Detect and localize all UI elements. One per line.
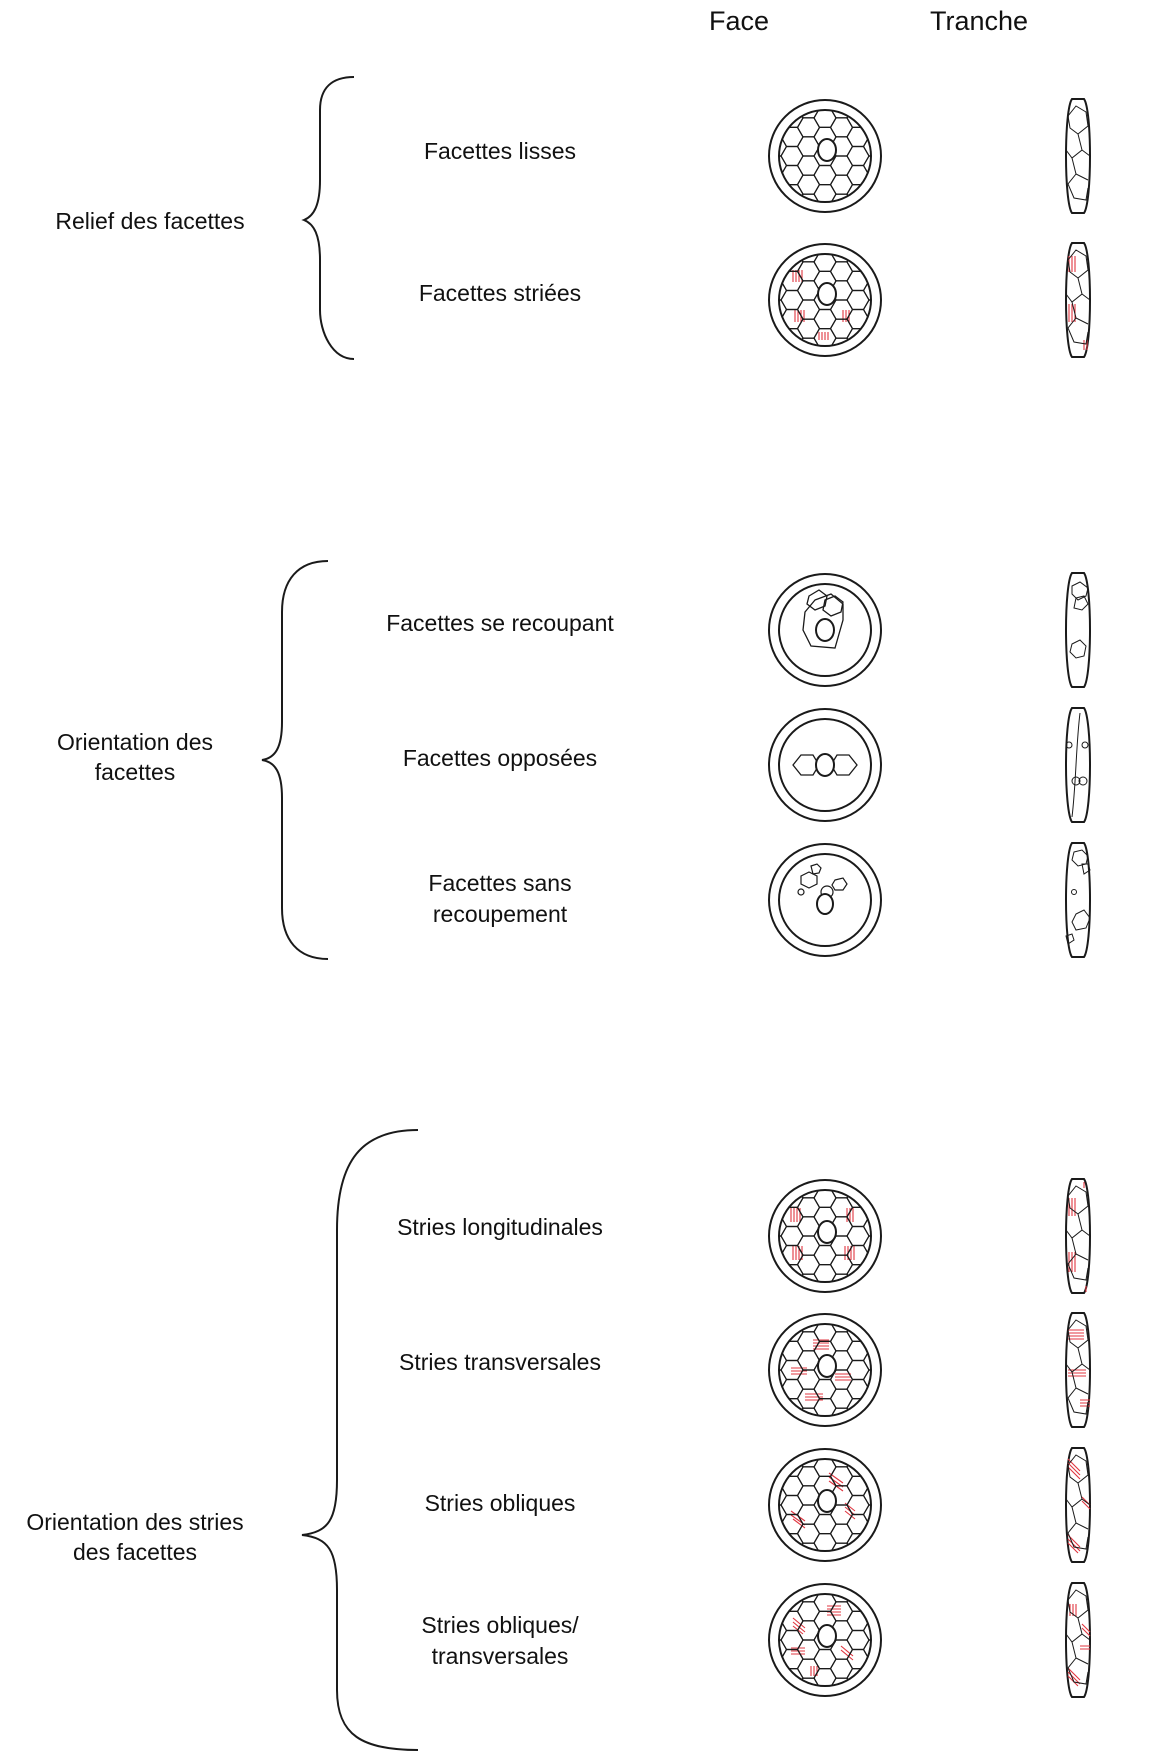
tranche-icon-facettes-lisses <box>1065 98 1091 214</box>
face-icon-facettes-se-recoupant <box>768 573 882 687</box>
group-label-orientation: Orientation des facettes <box>57 729 213 785</box>
face-icon-stries-obliques-transversales <box>768 1583 882 1697</box>
group-label-relief: Relief des facettes <box>55 208 245 234</box>
tranche-icon-stries-transversales <box>1065 1312 1091 1428</box>
item-label-stries-transversales: Stries transversales <box>399 1349 601 1375</box>
tranche-icon-stries-obliques <box>1065 1447 1091 1563</box>
face-icon-facettes-sans-recoupement <box>768 843 882 957</box>
face-icon-stries-obliques <box>768 1448 882 1562</box>
face-icon-stries-longitudinales <box>768 1179 882 1293</box>
face-icon-facettes-striees <box>768 243 882 357</box>
tranche-icon-stries-obliques-transversales <box>1065 1582 1091 1698</box>
tranche-icon-facettes-se-recoupant <box>1065 572 1091 688</box>
item-label-facettes-se-recoupant: Facettes se recoupant <box>386 610 614 636</box>
column-header-tranche: Tranche <box>929 6 1029 36</box>
item-label-stries-longitudinales: Stries longitudinales <box>397 1214 603 1240</box>
item-label-stries-obliques-transversales: Stries obliques/ transversales <box>421 1612 579 1670</box>
brace-relief <box>301 76 355 360</box>
face-icon-facettes-lisses <box>768 99 882 213</box>
face-icon-facettes-opposees <box>768 708 882 822</box>
brace-striae <box>301 1129 419 1751</box>
item-label-facettes-sans-recoupement: Facettes sans recoupement <box>428 870 572 928</box>
item-label-facettes-lisses: Facettes lisses <box>423 138 577 164</box>
group-label-striae: Orientation des stries des facettes <box>26 1509 244 1565</box>
tranche-icon-facettes-opposees <box>1065 707 1091 823</box>
item-label-facettes-opposees: Facettes opposées <box>402 745 598 771</box>
face-icon-stries-transversales <box>768 1313 882 1427</box>
tranche-icon-stries-longitudinales <box>1065 1178 1091 1294</box>
tranche-icon-facettes-striees <box>1065 242 1091 358</box>
item-label-facettes-striees: Facettes striées <box>418 280 582 306</box>
column-header-face: Face <box>708 6 770 36</box>
tranche-icon-facettes-sans-recoupement <box>1065 842 1091 958</box>
brace-orientation <box>261 560 329 960</box>
item-label-stries-obliques: Stries obliques <box>424 1490 576 1516</box>
